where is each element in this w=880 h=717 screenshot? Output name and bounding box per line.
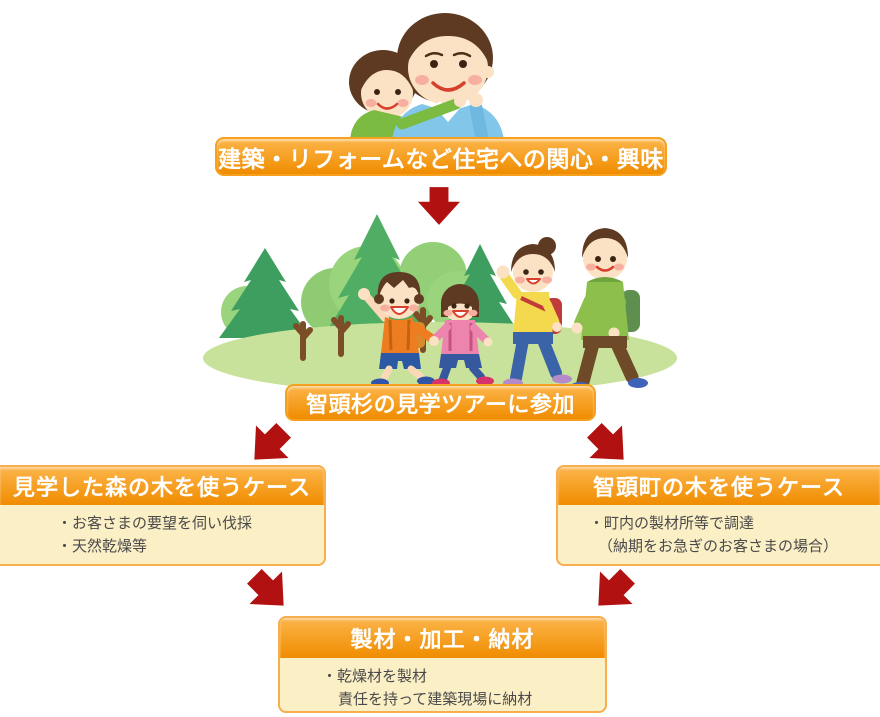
family-forest-illustration-icon: [203, 214, 677, 394]
arrow-down-left-icon: [254, 423, 291, 460]
town-wood-case-box: 智頭町の木を使うケース ・町内の製材所等で調達 （納期をお急ぎのお客さまの場合）: [556, 465, 880, 566]
arrow-down-right-icon: [587, 423, 624, 460]
forest-wood-case-line2: ・天然乾燥等: [57, 538, 148, 555]
town-wood-case-line1: ・町内の製材所等で調達: [589, 515, 755, 532]
forest-wood-case-title: 見学した森の木を使うケース: [0, 467, 324, 505]
town-wood-case-title: 智頭町の木を使うケース: [558, 467, 880, 505]
interest-banner: 建築・リフォームなど住宅への関心・興味: [215, 137, 667, 176]
forest-wood-case-line1: ・お客さまの要望を伺い伐採: [57, 515, 253, 532]
mill-process-delivery-box: 製材・加工・納材 ・乾燥材を製材 責任を持って建築現場に納材: [278, 616, 607, 713]
tour-banner: 智頭杉の見学ツアーに参加: [285, 384, 596, 421]
forest-wood-case-box: 見学した森の木を使うケース ・お客さまの要望を伺い伐採 ・天然乾燥等: [0, 465, 326, 566]
mill-process-delivery-title: 製材・加工・納材: [280, 618, 605, 658]
arrow-down-left-icon: [598, 569, 635, 606]
arrow-down-icon: [418, 187, 460, 225]
arrow-down-right-icon: [247, 569, 284, 606]
mill-process-delivery-line2: 責任を持って建築現場に納材: [338, 691, 533, 708]
father-child-illustration-icon: [349, 13, 504, 140]
town-wood-case-line2: （納期をお急ぎのお客さまの場合）: [598, 538, 839, 555]
mill-process-delivery-line1: ・乾燥材を製材: [322, 668, 428, 685]
